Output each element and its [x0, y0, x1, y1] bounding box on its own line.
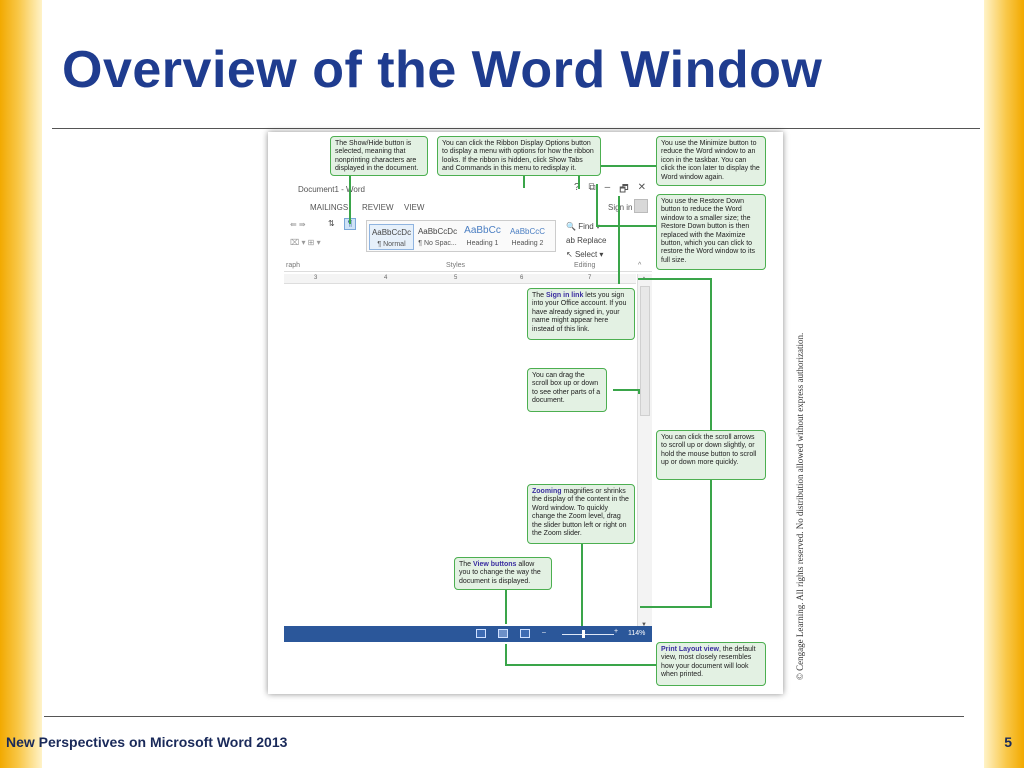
avatar [634, 199, 648, 213]
tab-mailings[interactable]: MAILINGS [310, 203, 349, 212]
title-divider [52, 128, 980, 129]
footer-text: New Perspectives on Microsoft Word 2013 [6, 734, 288, 750]
print-layout-icon[interactable] [498, 629, 508, 638]
find-button[interactable]: 🔍 Find ▾ [566, 222, 600, 231]
collapse-ribbon-icon[interactable]: ^ [638, 262, 642, 269]
callout-zooming: Zooming magnifies or shrinks the display… [527, 484, 635, 544]
word-window-figure: Document1 - Word ? ⧉ – 🗗 ✕ MAILINGS REVI… [268, 132, 783, 694]
connector-line [640, 606, 712, 608]
ruler: 3 4 5 6 7 [284, 274, 636, 284]
restore-down-button[interactable]: 🗗 [619, 184, 629, 195]
close-button[interactable]: ✕ [637, 182, 646, 193]
connector-line [638, 278, 712, 280]
connector-line [613, 389, 638, 391]
document-title: Document1 - Word [298, 185, 365, 194]
ruler-tick: 6 [520, 275, 524, 281]
callout-restore-down: You use the Restore Down button to reduc… [656, 194, 766, 270]
connector-line [596, 225, 656, 227]
sign-in-link[interactable]: Sign in [608, 203, 633, 212]
tab-review[interactable]: REVIEW [362, 203, 394, 212]
scroll-down-arrow-icon[interactable]: ▼ [641, 622, 647, 628]
styles-group-label: Styles [446, 262, 466, 269]
connector-line [578, 165, 580, 189]
callout-print-layout: Print Layout view, the default view, mos… [656, 642, 766, 686]
ruler-tick: 3 [314, 275, 318, 281]
connector-line [505, 664, 657, 666]
callout-scroll-box: You can drag the scroll box up or down t… [527, 368, 607, 412]
connector-line [523, 176, 525, 188]
callout-show-hide: The Show/Hide button is selected, meanin… [330, 136, 428, 176]
callout-sign-in: The Sign in link lets you sign into your… [527, 288, 635, 340]
style-normal[interactable]: AaBbCcDc ¶ Normal [369, 224, 414, 250]
connector-line [618, 196, 620, 284]
tab-view[interactable]: VIEW [404, 203, 425, 212]
slide-title: Overview of the Word Window [62, 41, 823, 99]
style-heading-2[interactable]: AaBbCcC Heading 2 [509, 227, 546, 247]
web-layout-icon[interactable] [520, 629, 530, 638]
indent-icon[interactable]: ⇚ ⇛ [290, 220, 306, 229]
paragraph-group-label: raph [286, 262, 301, 269]
zoom-in-icon[interactable]: + [614, 628, 619, 635]
styles-gallery: AaBbCcDc ¶ Normal AaBbCcDc ¶ No Spac... … [366, 220, 556, 252]
style-heading-1[interactable]: AaBbCc Heading 1 [464, 225, 501, 247]
minimize-button[interactable]: – [604, 182, 611, 193]
connector-line [596, 184, 598, 226]
ruler-tick: 7 [588, 275, 592, 281]
footer-divider [44, 716, 964, 717]
accent-bar-left [0, 0, 42, 768]
zoom-slider-button[interactable] [582, 630, 585, 638]
copyright-notice: © Cengage Learning. All rights reserved.… [795, 332, 805, 680]
window-controls: ? ⧉ – 🗗 ✕ [574, 182, 646, 199]
connector-line [505, 644, 507, 665]
connector-line [638, 389, 640, 394]
connector-line [349, 176, 351, 224]
ribbon-tabs: MAILINGS REVIEW VIEW Sign in [284, 199, 652, 215]
ruler-tick: 4 [384, 275, 388, 281]
ruler-tick: 5 [454, 275, 458, 281]
style-no-spacing[interactable]: AaBbCcDc ¶ No Spac... [417, 227, 458, 247]
ribbon: ⇚ ⇛ ⇅ ¶ ⌧ ▾ ⊞ ▾ AaBbCcDc ¶ Normal AaBbCc… [284, 216, 652, 272]
replace-button[interactable]: ab Replace [566, 236, 607, 245]
connector-line [581, 544, 583, 626]
read-mode-icon[interactable] [476, 629, 486, 638]
editing-group: 🔍 Find ▾ ab Replace ↖ Select ▾ [566, 220, 606, 262]
scroll-box[interactable] [640, 286, 650, 416]
callout-minimize: You use the Minimize button to reduce th… [656, 136, 766, 186]
callout-ribbon-display-options: You can click the Ribbon Display Options… [437, 136, 601, 176]
callout-view-buttons: The View buttons allow you to change the… [454, 557, 552, 590]
select-button[interactable]: ↖ Select ▾ [566, 250, 604, 259]
editing-group-label: Editing [574, 262, 596, 269]
zoom-slider[interactable] [562, 634, 614, 635]
accent-bar-right [984, 0, 1024, 768]
zoom-level[interactable]: 114% [628, 630, 646, 637]
sort-icon[interactable]: ⇅ [328, 219, 335, 228]
connector-line [578, 165, 656, 167]
status-bar: – + 114% [284, 626, 652, 642]
page-number: 5 [1004, 734, 1012, 750]
help-icon[interactable]: ? [573, 182, 580, 193]
ribbon-display-options-icon[interactable]: ⧉ [588, 182, 596, 193]
zoom-out-icon[interactable]: – [542, 629, 546, 636]
connector-line [505, 590, 507, 624]
title-bar: Document1 - Word ? ⧉ – 🗗 ✕ [284, 180, 652, 198]
shading-icon[interactable]: ⌧ ▾ ⊞ ▾ [290, 238, 321, 247]
callout-scroll-arrows: You can click the scroll arrows to scrol… [656, 430, 766, 480]
vertical-scrollbar[interactable]: ▲ ▼ [637, 274, 652, 630]
